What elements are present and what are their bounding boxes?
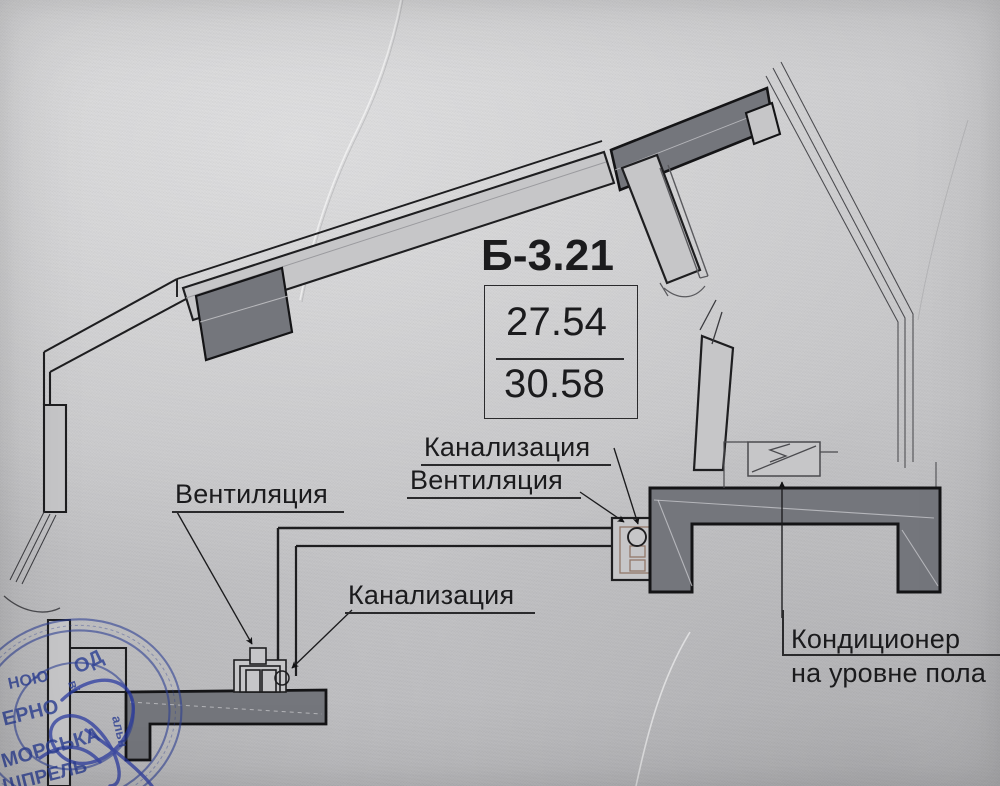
underline-air-conditioner (782, 654, 1000, 656)
stamp-fragment: ві (65, 678, 83, 695)
sewerage-fixture-left (233, 647, 287, 693)
label-sewerage-center: Канализация (424, 432, 591, 462)
stamp-fragment: НОЮ (6, 667, 51, 694)
right-pier-lead (699, 299, 723, 345)
label-ventilation-center: Вентиляция (410, 465, 563, 495)
area-total: 27.54 (506, 300, 608, 344)
balcony-pier (620, 153, 702, 285)
stamp-fragment: ЕРНО (0, 695, 62, 731)
label-ventilation-left: Вентиляция (175, 479, 328, 509)
leader-lines (176, 447, 786, 669)
ac-label-bracket (782, 610, 784, 656)
bottom-left-dark-wall-hatch (129, 701, 323, 715)
balcony-door-swing-arc (659, 282, 706, 298)
underline-sewerage-left (345, 612, 535, 614)
stamp-fragment: альн (108, 714, 132, 749)
label-sewerage-left: Канализация (348, 580, 515, 610)
leader-sewerage-center (613, 447, 640, 525)
left-wall-vertical (42, 403, 68, 514)
label-air-conditioner-line2: на уровне пола (791, 658, 987, 688)
area-box (484, 285, 638, 419)
wall-notch-top-right (744, 101, 782, 146)
stamp-fragment: ОД (70, 645, 108, 679)
right-pier (692, 334, 735, 472)
underline-ventilation-center (407, 497, 581, 499)
upper-diagonal-outer-line (176, 140, 603, 297)
leader-sewerage-left (291, 609, 353, 669)
left-door-arc (3, 595, 61, 613)
inner-partition-inner (294, 544, 612, 676)
left-outline-walls (42, 278, 187, 405)
wall-segment-dark-left (194, 266, 294, 362)
underline-ventilation-left (172, 511, 344, 513)
inner-partition-outer (276, 526, 612, 676)
sewerage-fixture-left-pipe (274, 670, 290, 686)
leader-ventilation-left (176, 511, 253, 645)
sewerage-riser-pipe (627, 527, 647, 547)
air-conditioner-symbol (751, 443, 817, 473)
underline-sewerage-center (421, 464, 611, 466)
left-window-lines (9, 511, 57, 585)
ac-connection-lines (723, 441, 838, 488)
right-balcony-hatch (653, 499, 939, 587)
bottom-left-wall-outline (70, 646, 128, 694)
balcony-door-leaf (659, 164, 709, 279)
area-with-balcony: 30.58 (504, 362, 606, 406)
label-air-conditioner-line1: Кондиционер (791, 624, 961, 654)
leader-ventilation-center (579, 491, 625, 523)
wall-segment-dark-left-hatch (199, 295, 289, 323)
unit-code: Б-3.21 (481, 231, 615, 280)
area-divider (496, 358, 624, 361)
